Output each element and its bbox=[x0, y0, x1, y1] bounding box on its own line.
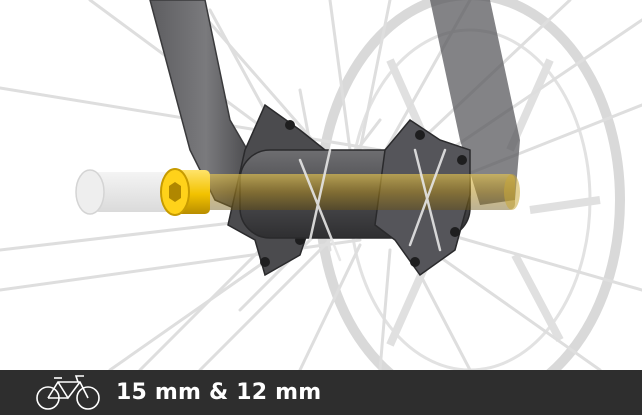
rear-fork-leg bbox=[430, 0, 520, 205]
bicycle-icon bbox=[36, 374, 100, 410]
front-spokes bbox=[298, 148, 447, 262]
front-hub-thru-axle-illustration bbox=[0, 0, 642, 370]
caption-bar: 15 mm & 12 mm bbox=[0, 370, 642, 415]
thru-axle bbox=[195, 174, 515, 210]
thru-axle-bolt-head bbox=[160, 168, 210, 216]
ghost-axle-end bbox=[75, 169, 175, 215]
axle-sizes-label: 15 mm & 12 mm bbox=[116, 380, 322, 405]
